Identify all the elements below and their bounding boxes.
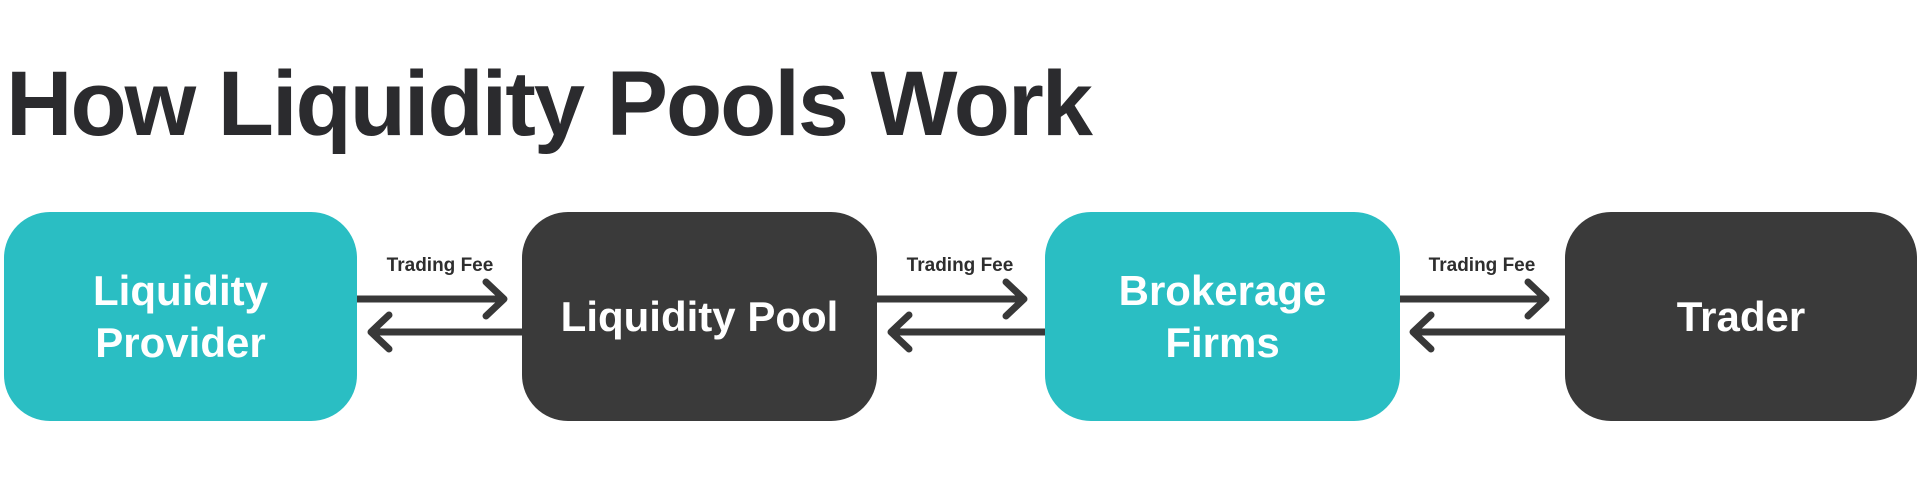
node-label: Liquidity Provider <box>93 266 268 366</box>
bidirectional-arrow-icon <box>875 278 1045 353</box>
trading-fee-label: Trading Fee <box>906 255 1014 276</box>
node-liquidity-provider: Liquidity Provider <box>4 212 357 421</box>
node-brokerage-firms: Brokerage Firms <box>1045 212 1400 421</box>
node-label: Trader <box>1676 292 1806 340</box>
trading-fee-label: Trading Fee <box>386 255 494 276</box>
bidirectional-arrow-icon <box>355 278 525 353</box>
page-title: How Liquidity Pools Work <box>6 53 1093 155</box>
trading-fee-label: Trading Fee <box>1428 255 1536 276</box>
node-label: Brokerage Firms <box>1118 266 1327 366</box>
node-trader: Trader <box>1565 212 1917 421</box>
bidirectional-arrow-icon <box>1397 278 1567 353</box>
connector-brokerage-trader: Trading Fee <box>1397 240 1567 360</box>
node-label: Liquidity Pool <box>560 292 839 340</box>
connector-provider-pool: Trading Fee <box>355 240 525 360</box>
node-liquidity-pool: Liquidity Pool <box>522 212 877 421</box>
connector-pool-brokerage: Trading Fee <box>875 240 1045 360</box>
